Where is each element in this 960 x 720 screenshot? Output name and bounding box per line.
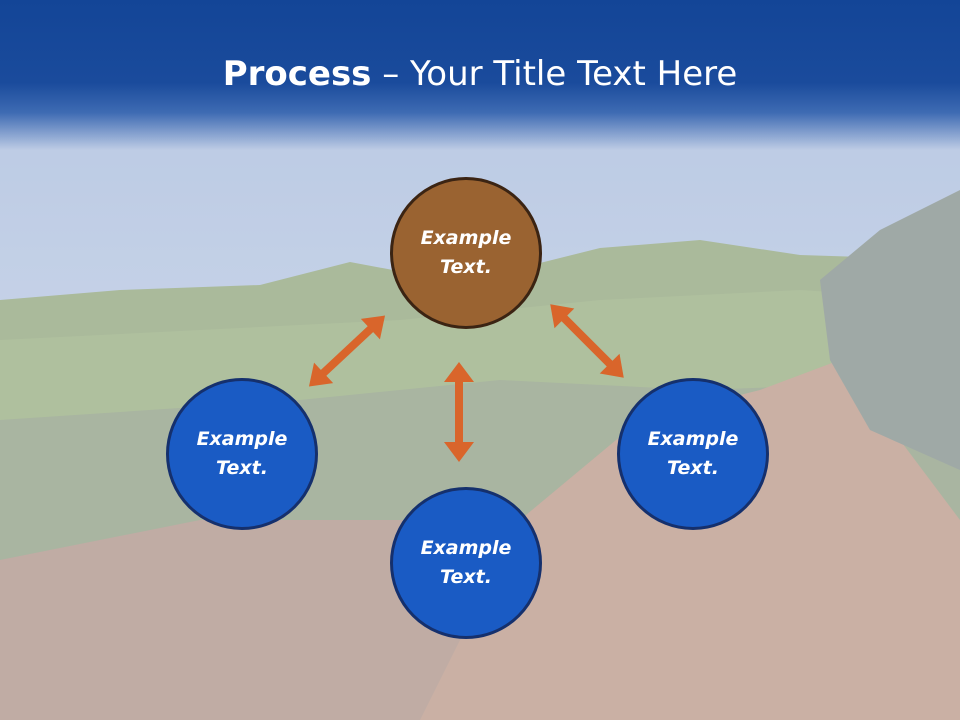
arrow-top-left <box>308 315 386 387</box>
process-node-bottom-text: Example Text. <box>420 537 512 588</box>
process-node-top: Example Text. <box>390 177 542 329</box>
title-bar <box>0 0 960 150</box>
arrow-center-vertical <box>444 362 474 462</box>
slide-title: Process – Your Title Text Here <box>0 52 960 96</box>
arrow-top-right <box>550 304 624 378</box>
slide-title-rest: – Your Title Text Here <box>371 54 738 94</box>
process-node-left-text: Example Text. <box>196 428 288 479</box>
process-node-top-text: Example Text. <box>420 227 512 278</box>
process-node-left: Example Text. <box>166 378 318 530</box>
process-node-right: Example Text. <box>617 378 769 530</box>
slide-title-bold: Process <box>222 54 372 94</box>
process-node-bottom: Example Text. <box>390 487 542 639</box>
process-node-right-text: Example Text. <box>647 428 739 479</box>
